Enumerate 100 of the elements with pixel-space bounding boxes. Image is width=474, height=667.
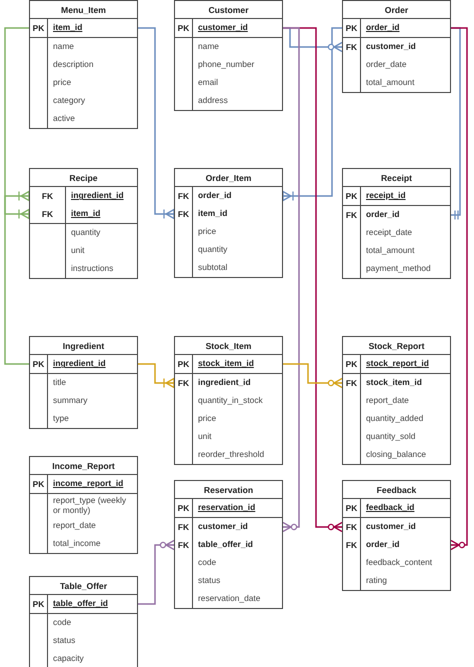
field-name: total_amount — [366, 78, 414, 88]
field-name: quantity — [71, 228, 100, 238]
field-name: subtotal — [198, 263, 228, 273]
key-label: PK — [32, 23, 44, 33]
entity-table — [174, 168, 283, 278]
table-title: Reservation — [204, 484, 254, 494]
table-title: Feedback — [376, 484, 416, 494]
entity-table — [174, 336, 283, 465]
key-label: PK — [178, 359, 190, 369]
field-name: status — [53, 636, 76, 646]
field-name: order_date — [366, 60, 407, 70]
field-name: order_id — [366, 23, 400, 33]
key-label: FK — [178, 540, 190, 550]
key-label: FK — [346, 378, 358, 388]
entity-table — [174, 0, 283, 111]
field-name: table_offer_id — [53, 599, 108, 609]
key-label: FK — [346, 42, 358, 52]
key-label: FK — [346, 210, 358, 220]
key-label: PK — [32, 479, 44, 489]
key-label: FK — [178, 191, 190, 201]
field-name: income_report_id — [53, 479, 124, 489]
field-name: stock_report_id — [366, 359, 429, 369]
key-label: FK — [42, 209, 54, 219]
field-name: order_id — [198, 191, 232, 201]
field-name: payment_method — [366, 264, 431, 274]
field-name: total_income — [53, 539, 100, 550]
field-name: active — [53, 114, 75, 124]
field-name: quantity — [198, 245, 228, 255]
entity-table — [29, 576, 138, 667]
field-name: customer_id — [366, 42, 416, 52]
key-label: FK — [42, 191, 54, 201]
field-name: address — [198, 96, 228, 106]
field-name: stock_item_id — [198, 359, 254, 369]
field-name: customer_id — [198, 23, 248, 33]
relationship-line — [4, 27, 30, 220]
field-name: summary — [53, 396, 88, 406]
key-label: FK — [178, 209, 190, 219]
key-label: PK — [346, 191, 358, 201]
field-name: unit — [198, 432, 212, 442]
field-name: item_id — [53, 23, 82, 33]
field-name: title — [53, 378, 66, 388]
table-title: Ingredient — [62, 340, 104, 350]
field-name: total_amount — [366, 246, 414, 256]
relationship-line — [451, 27, 461, 220]
field-name: closing_balance — [366, 450, 426, 460]
field-name: capacity — [53, 654, 84, 664]
field-name: receipt_id — [366, 191, 406, 201]
key-label: PK — [346, 359, 358, 369]
field-name: quantity_sold — [366, 432, 416, 442]
key-label: PK — [346, 23, 358, 33]
field-name: quantity_in_stock — [198, 396, 263, 406]
field-name: order_id — [366, 210, 400, 220]
field-name: ingredient_id — [71, 191, 124, 201]
key-label: FK — [346, 540, 358, 550]
field-name: unit — [71, 246, 85, 256]
field-name: code — [198, 558, 216, 568]
field-name: table_offer_id — [198, 540, 253, 550]
field-name: customer_id — [366, 522, 416, 532]
relationship-line — [138, 540, 175, 605]
relationship-line — [283, 363, 343, 388]
field-name: report_date — [53, 521, 96, 532]
table-title: Recipe — [69, 172, 98, 182]
entity-table — [29, 336, 138, 429]
entity-table — [29, 0, 138, 129]
field-name: name — [198, 42, 219, 52]
table-title: Income_Report — [52, 460, 115, 470]
table-title: Receipt — [380, 172, 412, 182]
field-name: email — [198, 78, 218, 88]
field-name: receipt_date — [366, 228, 412, 238]
field-name: price — [198, 227, 216, 237]
field-name: customer_id — [198, 522, 248, 532]
field-name: order_id — [366, 540, 400, 550]
relationship-line — [282, 27, 300, 532]
table-title: Stock_Report — [368, 340, 424, 350]
entity-table — [29, 456, 138, 554]
field-name: reservation_id — [198, 503, 256, 513]
field-name: name — [53, 42, 74, 52]
key-label: PK — [32, 359, 44, 369]
key-label: PK — [178, 503, 190, 513]
entity-table — [29, 168, 138, 279]
field-name: feedback_id — [366, 503, 414, 513]
field-name: instructions — [71, 264, 114, 274]
table-title: Menu_Item — [61, 4, 106, 14]
field-name: report_date — [366, 396, 409, 406]
field-name: price — [53, 78, 72, 88]
key-label: PK — [32, 599, 44, 609]
entity-table — [342, 336, 451, 465]
relationship-line — [138, 363, 175, 388]
entity-table — [342, 0, 451, 93]
field-name: phone_number — [198, 60, 254, 70]
field-name: category — [53, 96, 86, 106]
field-name: item_id — [198, 209, 228, 219]
field-name: description — [53, 60, 94, 70]
table-title: Stock_Item — [206, 340, 252, 350]
field-name: price — [198, 414, 216, 424]
entity-table — [342, 480, 451, 591]
entity-table — [174, 480, 283, 609]
field-name: ingredient_id — [198, 378, 251, 388]
field-name: ingredient_id — [53, 359, 106, 369]
table-title: Order_Item — [206, 172, 252, 182]
